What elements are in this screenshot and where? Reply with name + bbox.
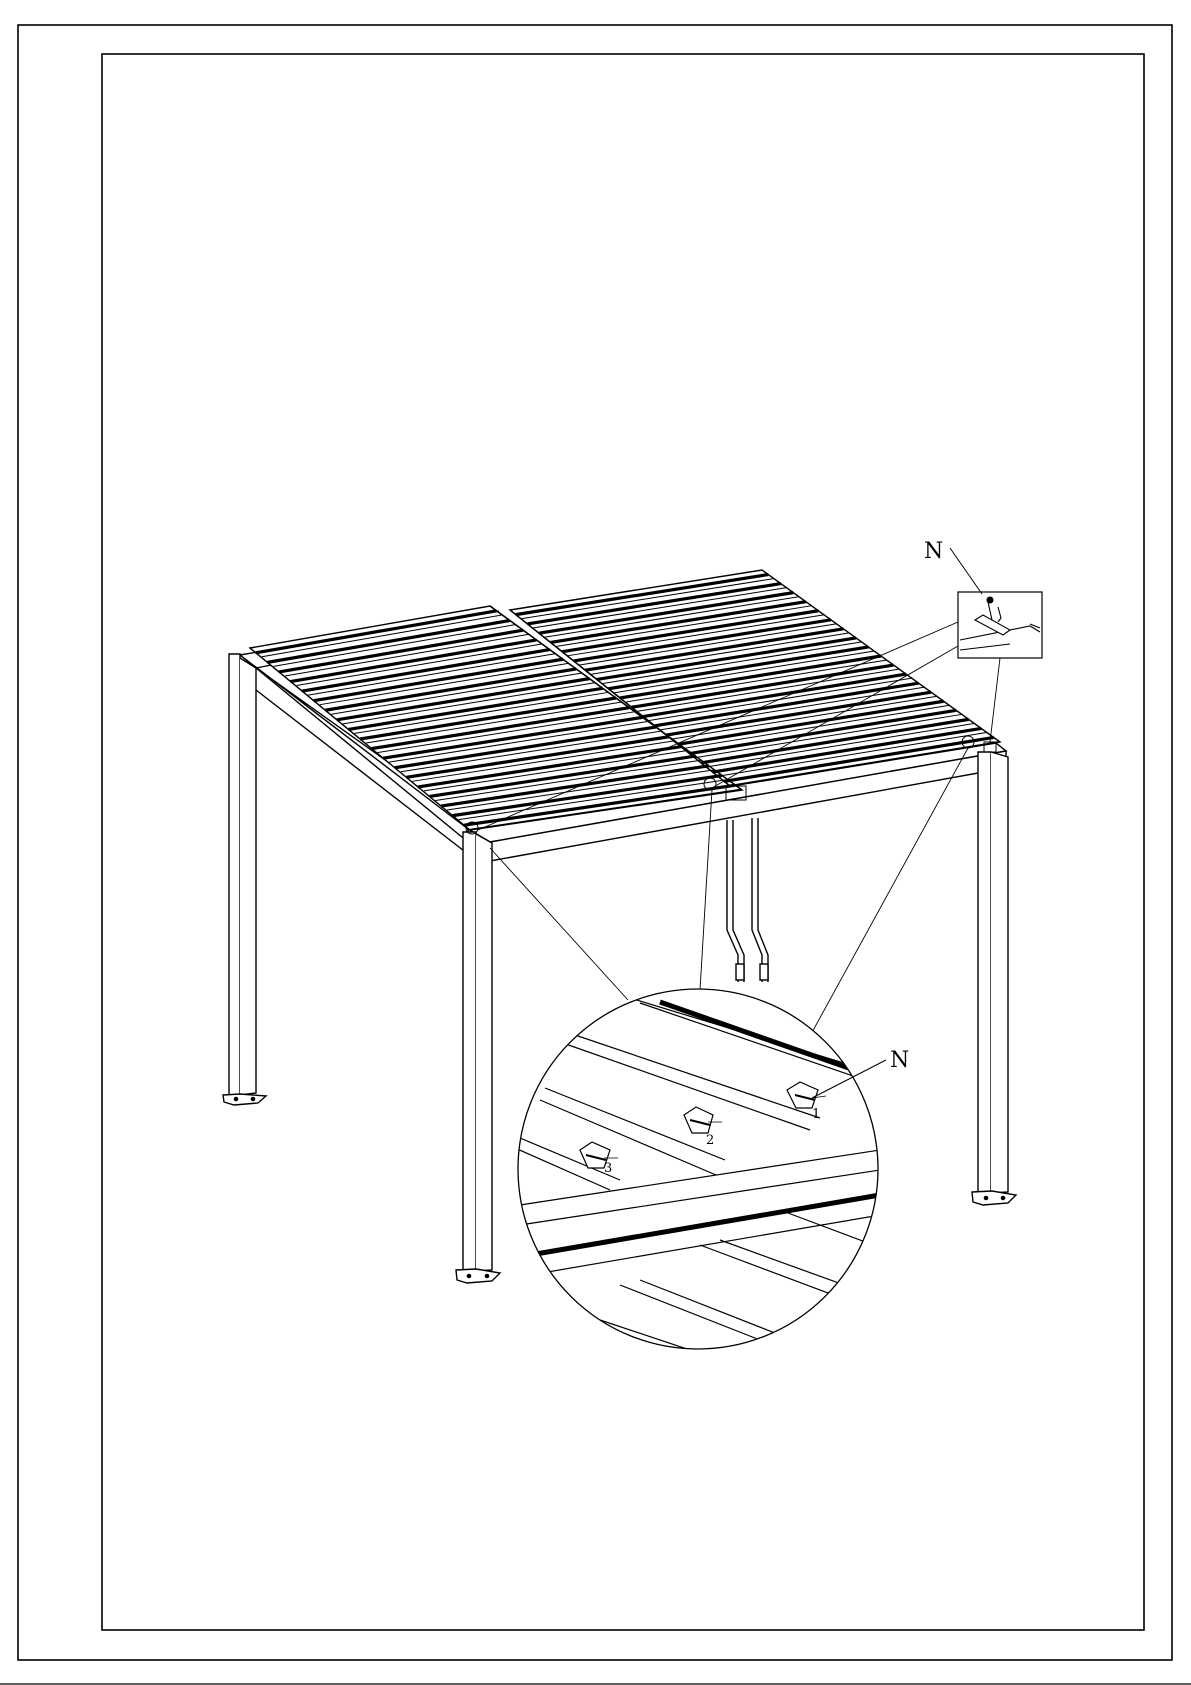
step-number-1: 1 <box>812 1107 820 1122</box>
post-front-right <box>972 752 1016 1205</box>
step-number-3: 3 <box>604 1161 612 1176</box>
callout-n-top: N <box>924 539 943 564</box>
detail-box-top: N <box>924 539 1042 658</box>
step-number-2: 2 <box>706 1133 714 1148</box>
drive-cables <box>727 818 768 982</box>
callout-n-zoom: N <box>890 1048 909 1073</box>
post-back-left <box>223 654 266 1105</box>
callout-leader-top <box>950 548 982 594</box>
zoom-detail: N 1 2 3 <box>515 989 909 1360</box>
post-front-left <box>456 832 500 1283</box>
